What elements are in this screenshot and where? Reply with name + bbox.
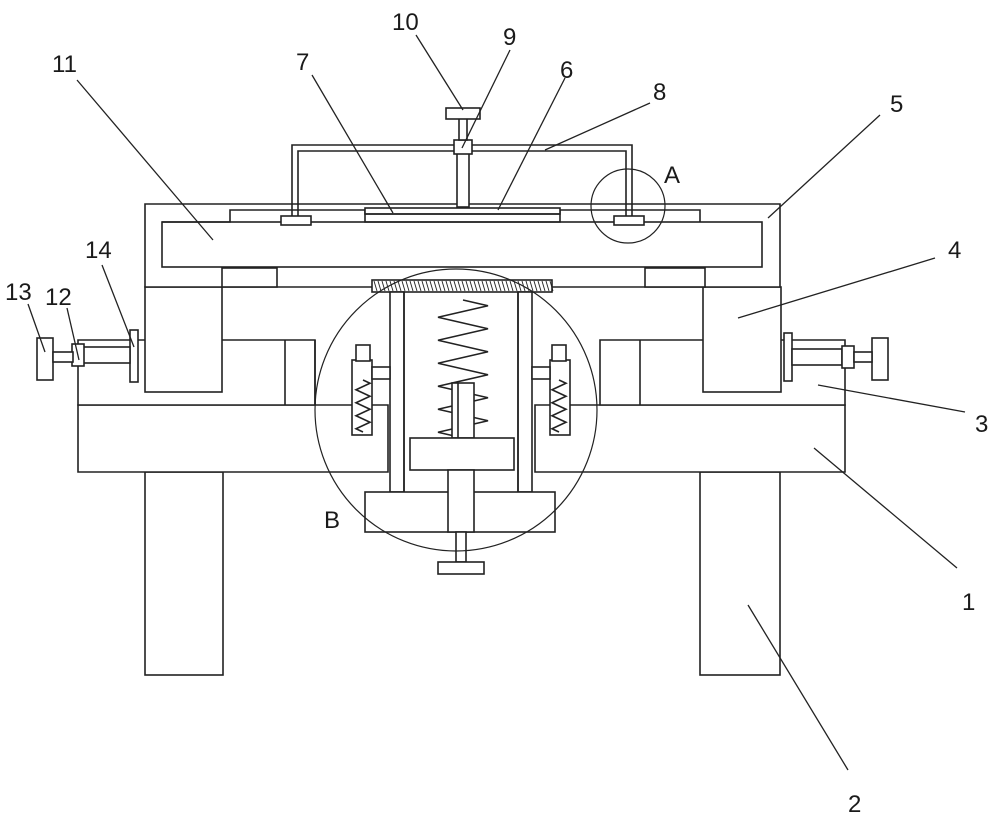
label-3: 3 (975, 411, 988, 438)
label-14: 14 (85, 237, 112, 264)
label-5: 5 (890, 91, 903, 118)
right-nut (841, 345, 855, 369)
label-7: 7 (296, 49, 309, 76)
center-block (409, 437, 515, 471)
main-spring (437, 299, 489, 439)
left-handle (36, 337, 54, 381)
label-12: 12 (45, 284, 72, 311)
right-clamp (549, 359, 571, 436)
label-4: 4 (948, 237, 961, 264)
screw-shaft (456, 151, 470, 208)
right-support (702, 286, 782, 393)
label-11: 11 (52, 51, 77, 78)
label-1: 1 (962, 589, 975, 616)
base-plate-right (534, 404, 846, 473)
base-plate (77, 404, 389, 473)
right-clamp-plate (783, 332, 793, 382)
detail-circle-a (590, 168, 666, 244)
detail-circle-b (314, 268, 598, 552)
label-8: 8 (653, 79, 666, 106)
label-2: 2 (848, 791, 861, 818)
right-small-spring (550, 379, 568, 433)
right-lip (644, 267, 706, 288)
bottom-knob (437, 561, 485, 575)
left-post (389, 291, 405, 493)
left-clamp-plate (129, 329, 139, 383)
label-10: 10 (392, 9, 419, 36)
serration (373, 280, 554, 292)
bottom-screw (447, 469, 475, 533)
right-post (517, 291, 533, 493)
screw-stem (458, 117, 468, 141)
left-lip (221, 267, 278, 288)
right-screw (791, 348, 843, 366)
left-screw (81, 346, 131, 364)
right-leg (699, 471, 781, 676)
inner-slide (161, 221, 763, 268)
top-knob (445, 107, 481, 120)
slider-plate (364, 207, 561, 215)
label-9: 9 (503, 24, 516, 51)
leader-lines (27, 34, 966, 771)
left-support (144, 286, 223, 393)
label-detail-b: B (324, 507, 340, 534)
label-13: 13 (5, 279, 32, 306)
left-leg (144, 471, 224, 676)
bottom-stem (455, 531, 467, 563)
spring-rod (451, 382, 475, 439)
label-6: 6 (560, 57, 573, 84)
right-handle (871, 337, 889, 381)
left-small-spring (354, 379, 372, 433)
label-detail-a: A (664, 162, 680, 189)
